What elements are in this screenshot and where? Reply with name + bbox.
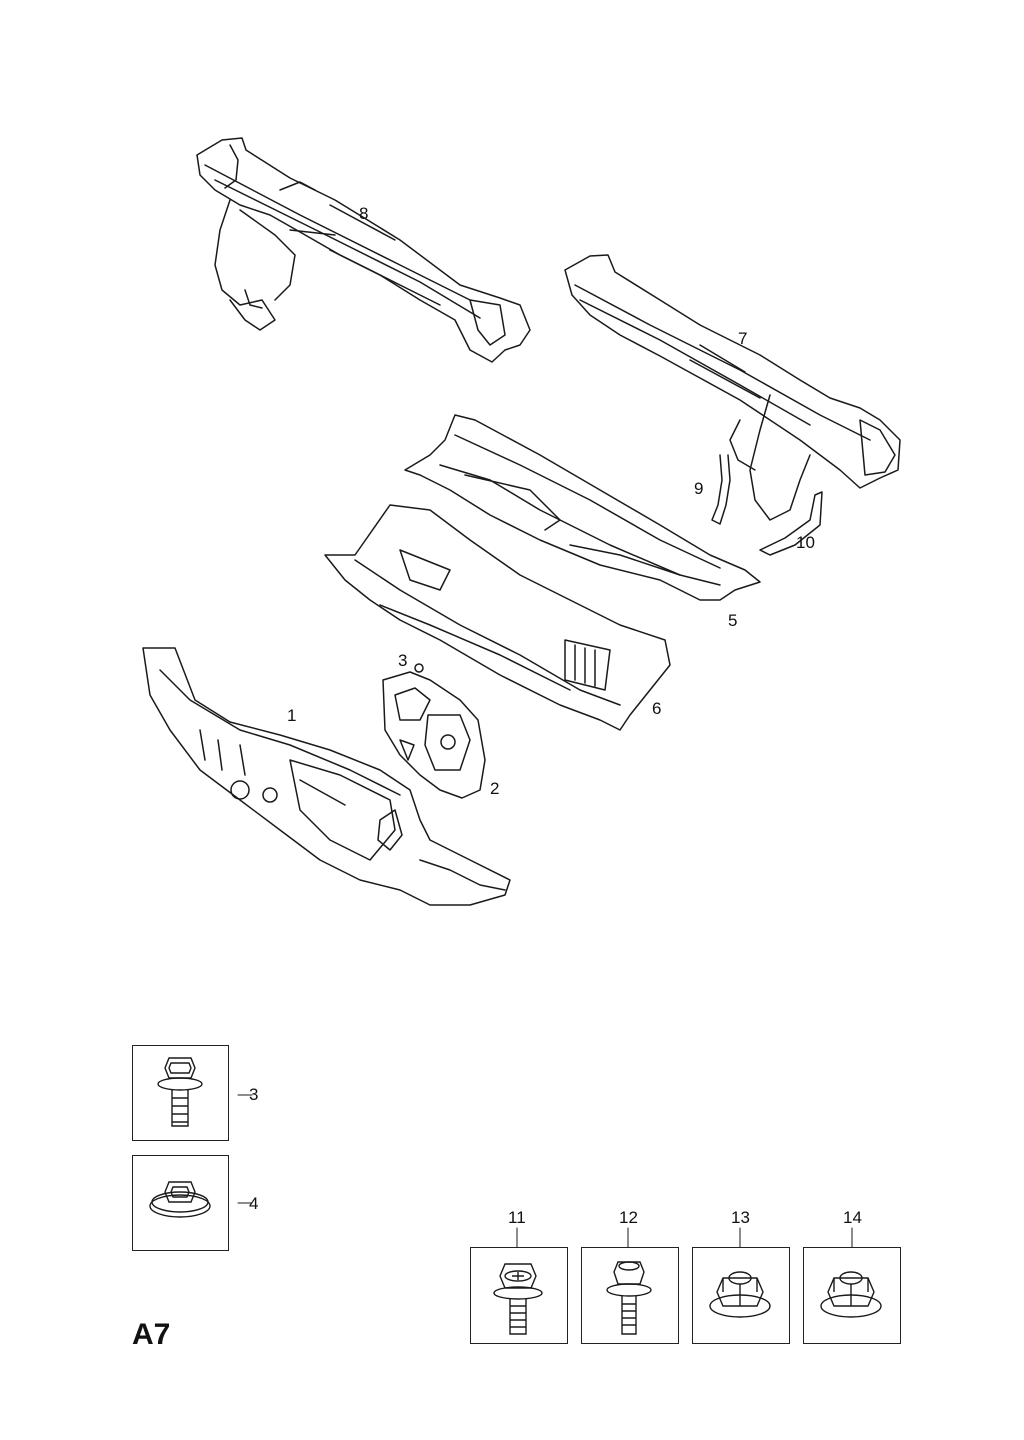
hex-flange-bolt-icon — [606, 1261, 652, 1335]
callout-10: 10 — [796, 533, 815, 552]
wire-bracket-icon — [711, 454, 731, 525]
phillips-flange-bolt-icon — [493, 1263, 543, 1335]
part-box-4 — [132, 1155, 229, 1251]
part-box-11 — [470, 1247, 568, 1344]
flange-bolt-icon — [157, 1057, 203, 1127]
part-box-14 — [803, 1247, 901, 1344]
callout-7: 7 — [738, 329, 748, 348]
callout-4: 4 — [249, 1194, 259, 1213]
cowl-panel-icon — [324, 504, 671, 731]
callout-2: 2 — [490, 779, 500, 798]
dash-panel-icon — [142, 647, 511, 906]
callout-14: 14 — [843, 1208, 862, 1227]
callout-3: 3 — [249, 1085, 259, 1104]
callout-6: 6 — [652, 699, 662, 718]
callout-3-diagram: 3 — [398, 651, 408, 670]
callout-13: 13 — [731, 1208, 750, 1227]
cross-beam-lh-icon — [196, 137, 531, 363]
leader-lines — [237, 1094, 853, 1249]
flange-nut-icon — [709, 1271, 771, 1318]
callout-8: 8 — [359, 204, 369, 223]
cross-beam-rh-icon — [564, 254, 901, 521]
callout-5: 5 — [728, 611, 738, 630]
washer-nut-icon — [149, 1181, 211, 1218]
callout-12: 12 — [619, 1208, 638, 1227]
part-box-12 — [581, 1247, 679, 1344]
callout-9: 9 — [694, 479, 704, 498]
callout-11: 11 — [508, 1208, 526, 1227]
page-code: A7 — [132, 1318, 171, 1351]
panel-plate-icon — [382, 671, 486, 799]
part-box-3 — [132, 1045, 229, 1141]
flange-nut-icon — [820, 1271, 882, 1318]
part-box-13 — [692, 1247, 790, 1344]
strap-bracket-icon — [759, 491, 823, 556]
callout-1: 1 — [287, 706, 297, 725]
cowl-frame-icon — [404, 414, 761, 601]
